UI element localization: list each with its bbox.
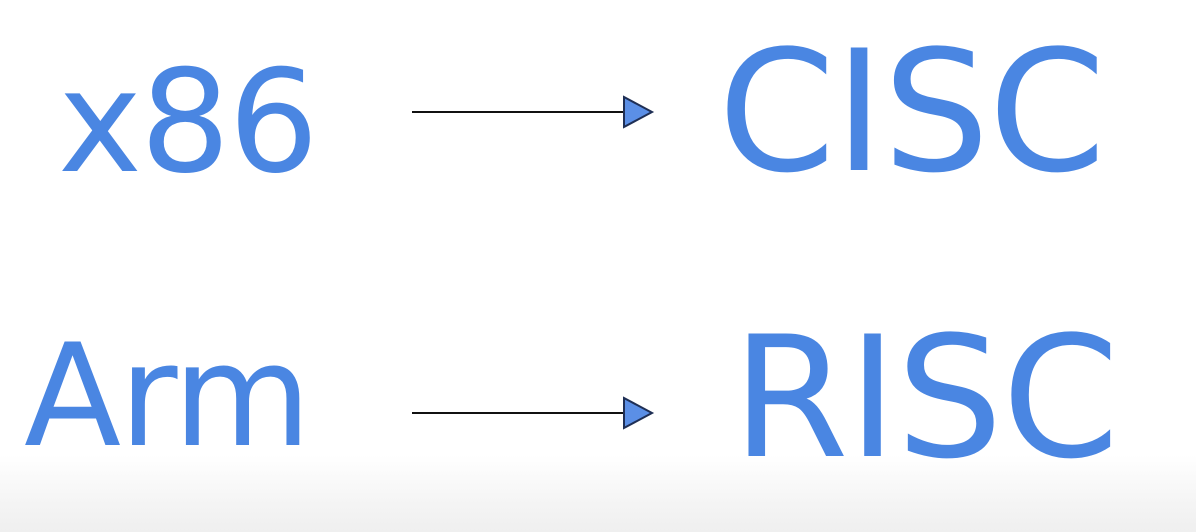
instruction-set-label: RISC xyxy=(732,300,1119,496)
mapping-row-x86: x86 CISC xyxy=(0,22,1196,205)
architecture-label: x86 xyxy=(58,40,319,205)
right-arrow-icon xyxy=(412,95,655,129)
instruction-set-label: CISC xyxy=(718,14,1106,210)
architecture-label: Arm xyxy=(24,314,311,479)
right-arrow-icon xyxy=(412,396,655,430)
mapping-row-arm: Arm RISC xyxy=(0,314,1196,488)
